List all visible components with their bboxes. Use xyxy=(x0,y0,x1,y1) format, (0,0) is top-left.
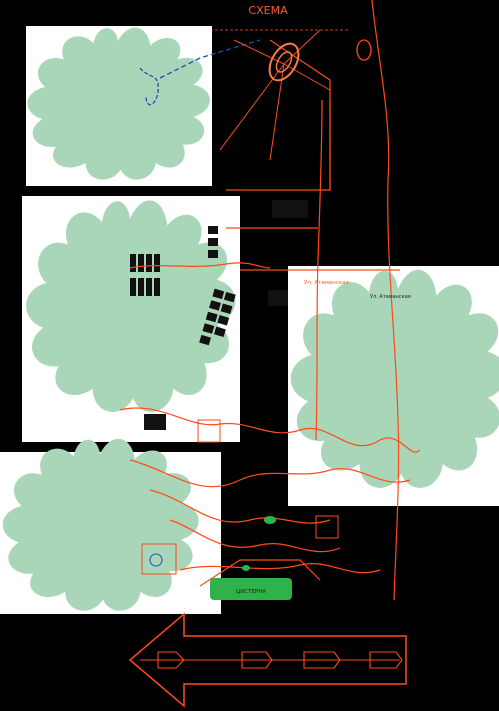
blue-route-1 xyxy=(139,67,159,106)
building-block-3 xyxy=(144,200,308,430)
top-node-icon xyxy=(268,42,300,82)
direction-arrow-icon xyxy=(128,612,407,708)
top-node-inner-icon xyxy=(275,51,293,73)
cistern-label: ЦИСТЕРНА xyxy=(236,589,267,595)
cistern xyxy=(210,578,292,600)
building-block-1 xyxy=(130,226,218,296)
scheme-title: СХЕМА xyxy=(248,4,288,17)
building-block-2 xyxy=(199,288,236,346)
plot-marker xyxy=(141,419,339,575)
blue-route-1b xyxy=(159,39,261,79)
street-label-right: Ул. Атаманская xyxy=(370,294,411,300)
road-network xyxy=(119,0,421,601)
arrow-chain xyxy=(140,651,403,669)
green-marker-1 xyxy=(264,516,276,524)
street-label-top: Ул. Атаманская xyxy=(304,280,349,286)
green-marker-2 xyxy=(242,565,250,571)
oval-marker-icon xyxy=(356,39,372,61)
